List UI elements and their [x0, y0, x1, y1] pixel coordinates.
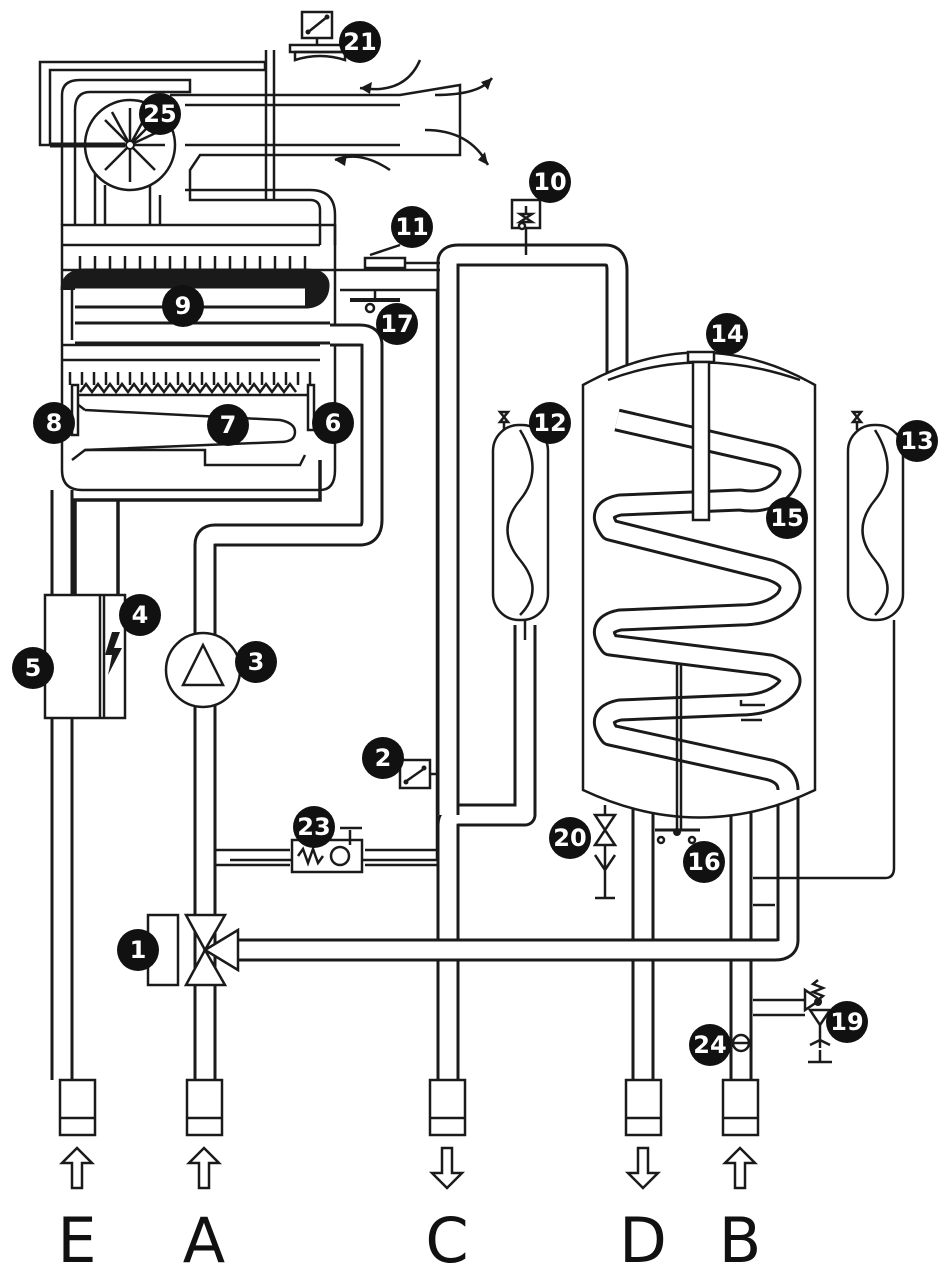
drain-valve-20	[592, 805, 618, 900]
flue-assembly	[38, 10, 494, 245]
burner-flames	[68, 372, 312, 397]
svg-text:25: 25	[143, 100, 176, 128]
flow-sensor-11	[363, 243, 440, 270]
expansion-vessel-13	[846, 410, 905, 622]
badge-17: 17	[376, 303, 418, 345]
badge-16: 16	[683, 841, 725, 883]
main-heat-exchanger	[60, 268, 330, 345]
ignition-control-4-5	[43, 460, 322, 720]
badge-10: 10	[529, 161, 571, 203]
svg-text:16: 16	[687, 848, 720, 876]
badge-4: 4	[119, 594, 161, 636]
safety-valve-10	[510, 198, 542, 255]
svg-text:15: 15	[770, 504, 803, 532]
dhw-cylinder-15	[581, 350, 817, 830]
svg-text:17: 17	[380, 310, 413, 338]
badge-1: 1	[117, 929, 159, 971]
svg-text:13: 13	[900, 427, 933, 455]
badge-5: 5	[12, 647, 54, 689]
anode-14	[686, 350, 716, 522]
svg-text:14: 14	[710, 320, 743, 348]
svg-text:19: 19	[830, 1008, 863, 1036]
safety-valve-19	[803, 979, 833, 1064]
badge-20: 20	[549, 817, 591, 859]
badge-19: 19	[826, 1001, 868, 1043]
badge-12: 12	[529, 402, 571, 444]
badge-11: 11	[391, 206, 433, 248]
svg-text:21: 21	[343, 28, 376, 56]
electrodes-6-8	[70, 383, 316, 437]
component-badges: 1 2 3 4 5 6 7 8 9 10 11 12 13 14 15 16 1…	[12, 21, 938, 1066]
badge-21: 21	[339, 21, 381, 63]
three-way-valve-1	[146, 913, 240, 987]
svg-text:9: 9	[175, 292, 192, 320]
connection-label-C: C	[425, 1204, 468, 1268]
svg-text:1: 1	[130, 936, 147, 964]
flue-fins	[78, 256, 307, 270]
badge-15: 15	[766, 497, 808, 539]
check-valve-24	[731, 1033, 751, 1053]
combustion-chamber	[60, 223, 337, 492]
badge-3: 3	[235, 641, 277, 683]
circulating-pump-3	[164, 631, 242, 709]
svg-text:7: 7	[220, 411, 237, 439]
badge-2: 2	[362, 737, 404, 779]
badge-13: 13	[896, 420, 938, 462]
svg-text:12: 12	[533, 409, 566, 437]
thermostat-17	[350, 290, 400, 314]
svg-text:11: 11	[395, 213, 428, 241]
expansion-vessel-12	[491, 410, 550, 640]
badge-9: 9	[162, 285, 204, 327]
connection-label-D: D	[619, 1204, 667, 1268]
connection-label-B: B	[719, 1204, 762, 1268]
badge-25: 25	[139, 93, 181, 135]
connection-label-E: E	[57, 1204, 96, 1268]
flue-airflow-arrows	[334, 59, 494, 172]
svg-text:5: 5	[25, 654, 42, 682]
burner-body	[71, 399, 307, 467]
connection-labels: E A C D B	[57, 1204, 761, 1268]
air-pressure-switch-21	[288, 10, 353, 62]
badge-8: 8	[33, 402, 75, 444]
svg-text:6: 6	[325, 409, 342, 437]
connection-label-A: A	[183, 1204, 225, 1268]
svg-text:23: 23	[297, 813, 330, 841]
drain-valve-16	[655, 828, 700, 845]
badge-6: 6	[312, 402, 354, 444]
badge-24: 24	[689, 1024, 731, 1066]
svg-text:24: 24	[693, 1031, 726, 1059]
svg-text:2: 2	[375, 744, 392, 772]
svg-text:3: 3	[248, 648, 265, 676]
pressure-switch-2	[398, 758, 437, 790]
badge-14: 14	[706, 313, 748, 355]
connection-stubs	[58, 1078, 760, 1137]
svg-text:20: 20	[553, 824, 586, 852]
badge-23: 23	[293, 806, 335, 848]
svg-text:8: 8	[46, 409, 63, 437]
bypass-valve-23	[290, 826, 364, 874]
svg-text:4: 4	[132, 601, 149, 629]
cylinder-coil	[593, 408, 802, 791]
badge-7: 7	[207, 404, 249, 446]
flow-arrows	[58, 1146, 759, 1190]
svg-text:10: 10	[533, 168, 566, 196]
